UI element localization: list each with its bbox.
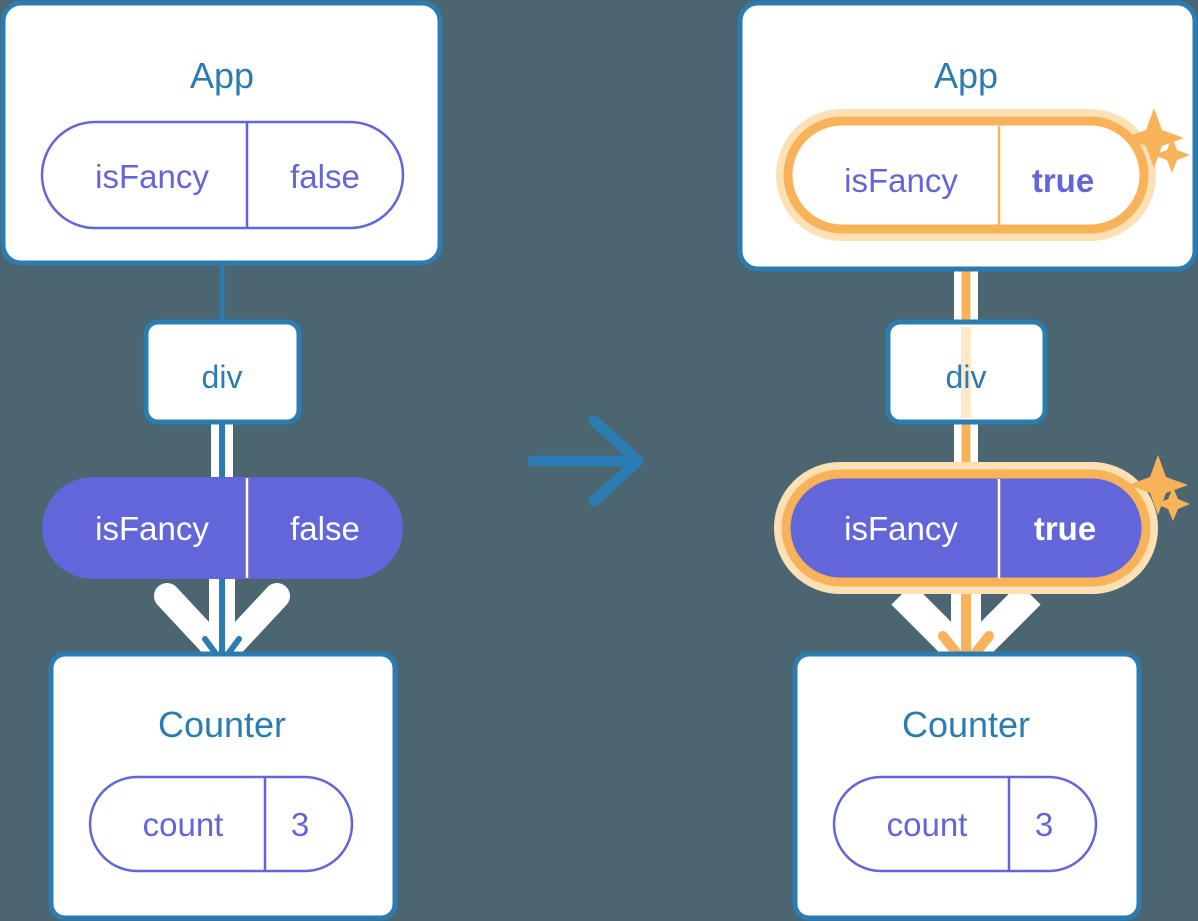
right-app-pill: isFancy true — [776, 109, 1156, 241]
right-counter-title: Counter — [902, 704, 1030, 745]
right-diagram: App isFancy true div — [737, 0, 1198, 921]
sparkle-large-icon-2 — [1128, 455, 1188, 515]
right-app-pill-shape — [783, 116, 1149, 234]
left-counter-pill-value: 3 — [291, 806, 309, 843]
right-counter-pill-key: count — [887, 806, 968, 843]
right-div-label: div — [946, 359, 987, 395]
left-prop-pill-shape — [42, 477, 403, 579]
right-counter-pill-shape — [832, 775, 1098, 873]
right-prop-pill: isFancy true — [774, 462, 1158, 594]
right-app-pill-key: isFancy — [844, 162, 958, 199]
left-app-pill-value: false — [290, 158, 360, 195]
left-app-pill: isFancy false — [40, 120, 405, 230]
left-app-pill-key: isFancy — [95, 158, 209, 195]
left-diagram: App isFancy false div isFancy false Coun… — [0, 0, 443, 921]
left-app-pill-shape — [40, 120, 405, 230]
left-prop-pill: isFancy false — [42, 477, 403, 579]
right-app-pill-value: true — [1032, 162, 1094, 199]
left-counter-pill: count 3 — [88, 775, 354, 873]
right-app-title: App — [934, 55, 998, 96]
right-prop-pill-key: isFancy — [844, 510, 958, 547]
sparkle-icon-prop — [1128, 455, 1190, 521]
right-prop-pill-value: true — [1034, 510, 1096, 547]
left-counter-pill-shape — [88, 775, 354, 873]
transition-arrow-icon — [527, 415, 644, 507]
right-counter-pill: count 3 — [832, 775, 1098, 873]
right-prop-pill-shape — [781, 469, 1151, 587]
left-div-box — [143, 319, 302, 425]
right-counter-pill-value: 3 — [1035, 806, 1053, 843]
left-counter-pill-key: count — [143, 806, 224, 843]
sparkle-small-icon — [1154, 137, 1190, 173]
sparkle-icon-app — [1124, 108, 1190, 173]
left-div-label: div — [202, 359, 243, 395]
left-app-title: App — [190, 55, 254, 96]
sparkle-large-icon — [1124, 108, 1184, 168]
sparkle-small-icon-2 — [1156, 487, 1190, 521]
left-prop-pill-key: isFancy — [95, 510, 209, 547]
left-counter-title: Counter — [158, 704, 286, 745]
left-prop-pill-value: false — [290, 510, 360, 547]
